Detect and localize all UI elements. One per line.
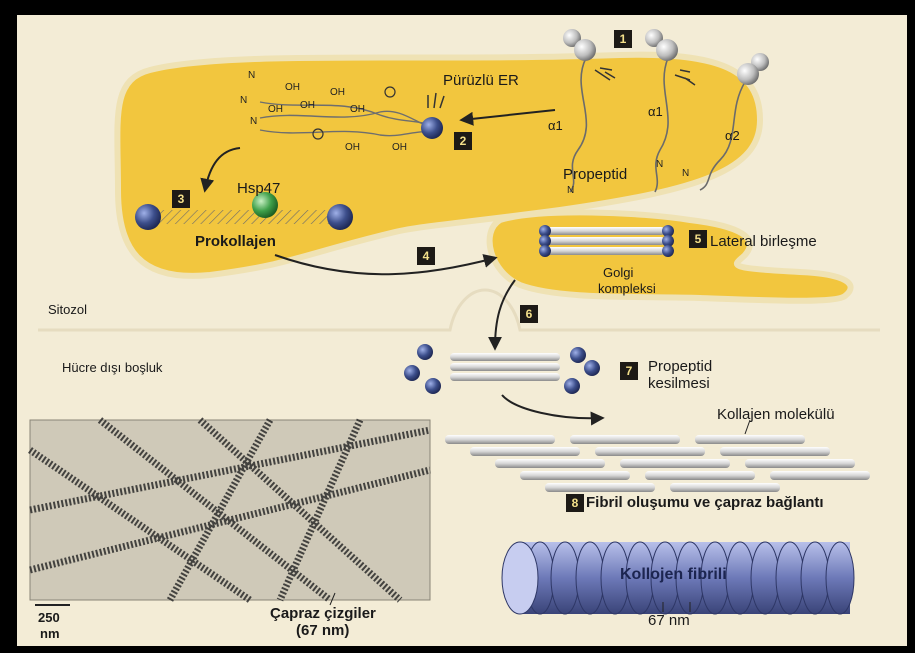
- staggered-collagen-molecules: [445, 435, 870, 492]
- svg-text:N: N: [682, 168, 689, 179]
- lateral-assembly-rods: [539, 225, 674, 257]
- collagen-molecule-label: Kollajen molekülü: [717, 406, 835, 423]
- step-7-badge: 7: [620, 362, 638, 380]
- svg-text:N: N: [248, 70, 255, 81]
- cross-lines-label-1: Çapraz çizgiler: [270, 605, 376, 622]
- svg-text:OH: OH: [392, 142, 407, 153]
- svg-text:N: N: [656, 159, 663, 170]
- fibril-formation-label: Fibril oluşumu ve çapraz bağlantı: [586, 494, 824, 511]
- step-5-badge: 5: [689, 230, 707, 248]
- cleaved-collagen-rods: [450, 353, 560, 381]
- step-3-badge: 3: [172, 190, 190, 208]
- arrow-to-fibril: [502, 395, 602, 418]
- fibril-spacing-label: 67 nm: [648, 612, 690, 629]
- alpha1-label-b: α1: [648, 104, 663, 119]
- alpha2-label: α2: [725, 128, 740, 143]
- procollagen-end-left: [135, 204, 161, 230]
- svg-text:OH: OH: [300, 100, 315, 111]
- golgi-label-2: kompleksi: [598, 281, 656, 296]
- svg-text:OH: OH: [268, 104, 283, 115]
- svg-text:N: N: [250, 116, 257, 127]
- step-1-badge: 1: [614, 30, 632, 48]
- arrow-secretion: [495, 280, 515, 348]
- scale-value-label: 250: [38, 610, 60, 625]
- lateral-assembly-label: Lateral birleşme: [710, 233, 817, 250]
- alpha1-label-a: α1: [548, 118, 563, 133]
- propeptide-globule-er: [421, 117, 443, 139]
- svg-text:OH: OH: [345, 142, 360, 153]
- step-4-badge: 4: [417, 247, 435, 265]
- step-8-badge: 8: [566, 494, 584, 512]
- electron-micrograph: [30, 420, 430, 600]
- step-6-badge: 6: [520, 305, 538, 323]
- extracellular-label: Hücre dışı boşluk: [62, 360, 162, 375]
- svg-text:OH: OH: [350, 104, 365, 115]
- cleavage-label-2: kesilmesi: [648, 375, 710, 392]
- procollagen-end-right: [327, 204, 353, 230]
- propeptide-label: Propeptid: [563, 166, 627, 183]
- fibril-name-label: Kollojen fibrili: [620, 566, 727, 584]
- svg-text:N: N: [240, 95, 247, 106]
- rough-er-label: Pürüzlü ER: [443, 72, 519, 89]
- cleavage-label-1: Propeptid: [648, 358, 712, 375]
- cross-lines-label-2: (67 nm): [296, 622, 349, 639]
- golgi-label-1: Golgi: [603, 265, 633, 280]
- cytosol-label: Sitozol: [48, 302, 87, 317]
- step-2-badge: 2: [454, 132, 472, 150]
- procollagen-label: Prokollajen: [195, 233, 276, 250]
- scale-unit-label: nm: [40, 626, 60, 641]
- svg-text:OH: OH: [330, 87, 345, 98]
- svg-text:N: N: [567, 185, 574, 196]
- svg-text:OH: OH: [285, 82, 300, 93]
- hsp47-label: Hsp47: [237, 180, 280, 197]
- procollagen-helix: [155, 210, 335, 224]
